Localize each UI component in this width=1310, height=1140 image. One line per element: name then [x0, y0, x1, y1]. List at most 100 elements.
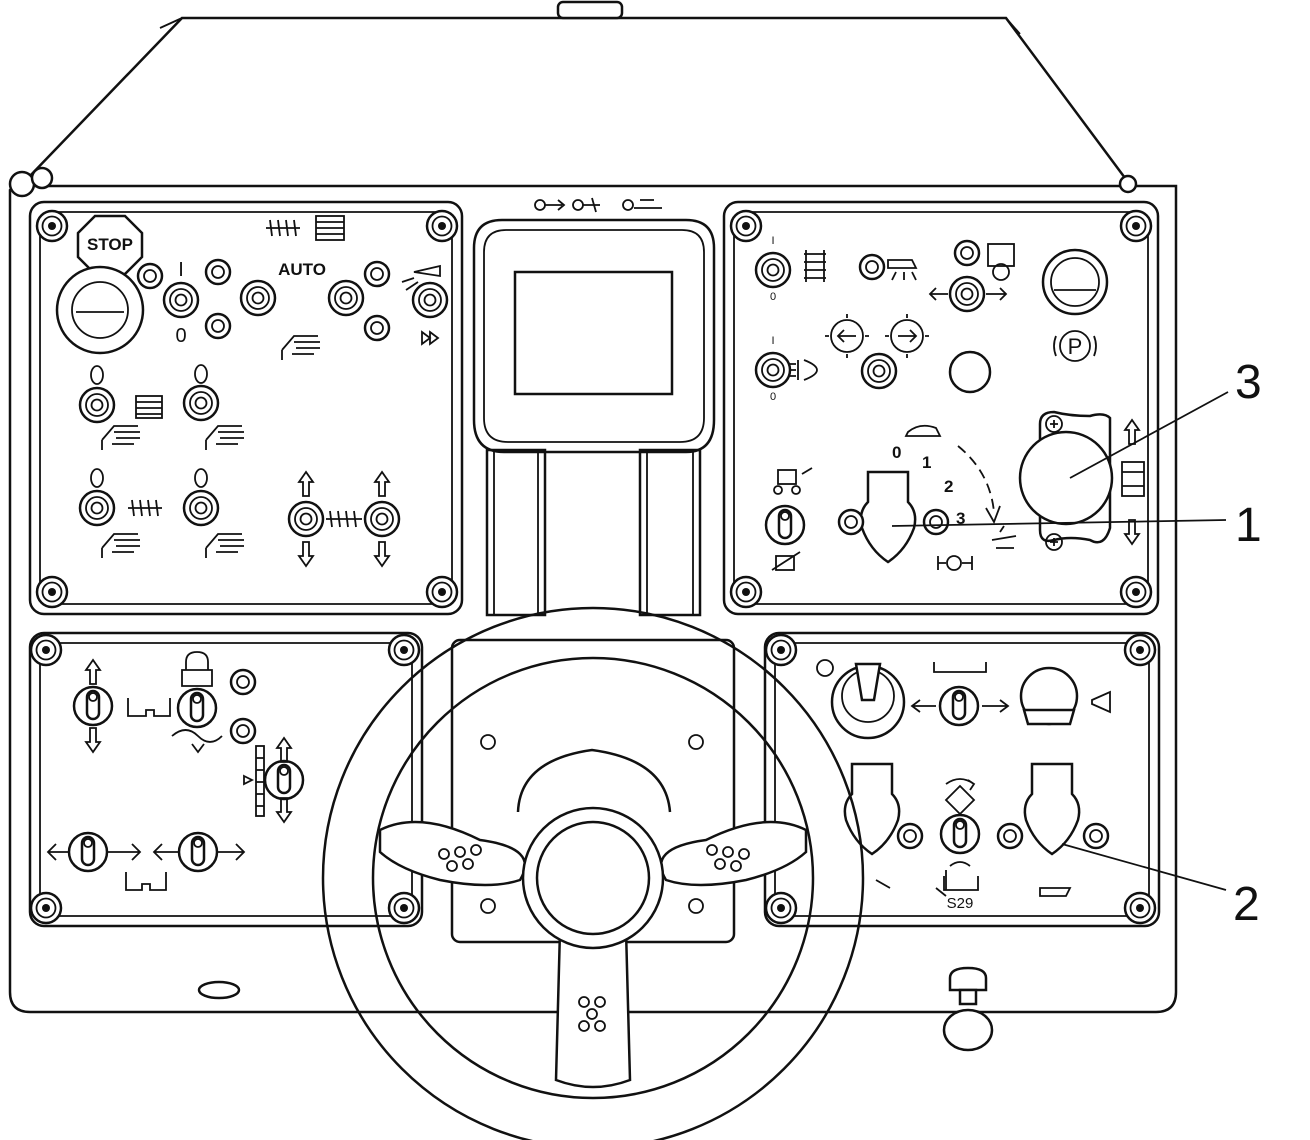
display-screen [513, 270, 674, 396]
panel-top-right: I 0 P I 0 [722, 200, 1160, 616]
steering-axle-icon [943, 861, 979, 891]
off-mark: 0 [770, 291, 776, 303]
panel-top-left: STOP I 0 AUTO [28, 200, 464, 616]
steering-display-icon [987, 243, 1015, 281]
speed-position-3: 3 [956, 509, 965, 528]
conveyor-icon [135, 395, 163, 419]
switch-knob[interactable] [162, 281, 200, 319]
steer-mode-switch-knob[interactable] [948, 275, 986, 313]
panel-bottom-right: S29 [763, 631, 1161, 928]
auger-icon [128, 499, 162, 517]
indicator-lamp [363, 314, 391, 342]
headlight-icon [790, 359, 818, 381]
console-adjust-knob[interactable] [942, 966, 994, 1052]
auger-height-right-knob[interactable] [363, 500, 401, 538]
conveyor-right-switch-knob[interactable] [182, 384, 220, 422]
center-display-unit [472, 197, 716, 617]
up-arrow-icon [374, 471, 390, 497]
callout-3: 3 [1235, 356, 1262, 409]
auger-height-left-knob[interactable] [287, 500, 325, 538]
auto-switch-knob[interactable] [239, 279, 277, 317]
speed-selector-knob[interactable] [859, 470, 917, 564]
off-mark: 0 [770, 391, 776, 403]
turtle-icon [904, 424, 942, 437]
conveyor-icon [315, 215, 345, 241]
screed-extend-left-toggle[interactable] [67, 831, 109, 873]
parking-label: P [1068, 334, 1083, 359]
heating-switch-knob[interactable] [754, 251, 792, 289]
callouts: 3 1 2 [891, 356, 1262, 931]
auger-right-switch-knob[interactable] [182, 489, 220, 527]
indicator-lamp [136, 262, 164, 290]
switch-knob[interactable] [327, 279, 365, 317]
on-mark: I [771, 335, 774, 347]
indicator-lamp [953, 239, 981, 267]
leader-line-2 [1061, 843, 1227, 891]
turn-signal-switch-knob[interactable] [860, 352, 898, 390]
travel-mode-toggle[interactable] [764, 504, 806, 546]
display-lamp-button[interactable] [1041, 248, 1109, 316]
down-arrow-icon [276, 797, 292, 823]
rotary-control[interactable] [1018, 410, 1114, 551]
down-arrow-icon [85, 727, 101, 753]
steering-wheel[interactable] [321, 606, 865, 1140]
warning-lamp [948, 350, 992, 394]
off-mark: 0 [175, 325, 186, 347]
sprayer-icon [887, 259, 918, 281]
indicator-lamp [204, 258, 232, 286]
panel-bottom-left [28, 631, 424, 928]
emergency-stop-button[interactable]: STOP [55, 214, 145, 355]
down-arrow-icon [374, 541, 390, 567]
travel-icon [773, 467, 813, 495]
screed-width-icon [933, 662, 987, 673]
speed-position-1: 1 [922, 453, 931, 472]
on-mark: I [178, 259, 184, 281]
speed-position-2: 2 [944, 477, 953, 496]
screed-lift-toggle[interactable] [72, 685, 114, 727]
indicator-lamp [204, 312, 232, 340]
parking-brake-indicator: P [1053, 330, 1097, 362]
on-mark: I [771, 235, 774, 247]
screed-width-toggle[interactable] [938, 685, 980, 727]
up-arrow-icon [298, 471, 314, 497]
ignition-switch[interactable] [830, 662, 906, 740]
screed-selector-knob[interactable] [1023, 762, 1081, 856]
up-arrow-icon [276, 737, 292, 763]
speed-dial-marks: 0 1 2 3 [892, 424, 1017, 549]
conveyor-left-switch-knob[interactable] [78, 386, 116, 424]
indicator-lamp [896, 822, 924, 850]
down-arrow-icon [1124, 519, 1140, 545]
steering-mode-toggle[interactable] [939, 813, 981, 855]
left-right-arrow-icon [910, 699, 1010, 713]
screed-level-toggle[interactable] [263, 759, 305, 801]
auger-left-switch-knob[interactable] [78, 489, 116, 527]
fast-forward-icon [421, 330, 440, 346]
manual-hand-icon [205, 425, 245, 451]
manual-hand-icon [205, 533, 245, 559]
screed-lock-toggle[interactable] [176, 687, 218, 729]
turn-left-indicator [825, 314, 869, 358]
screed-extend-right-toggle[interactable] [177, 831, 219, 873]
indicator-lamp [363, 260, 391, 288]
lock-icon [181, 651, 213, 687]
up-arrow-icon [1124, 419, 1140, 445]
switch-knob[interactable] [411, 281, 449, 319]
stop-label: STOP [87, 235, 133, 254]
indicator-lamp [1082, 822, 1110, 850]
manual-hand-icon [281, 335, 321, 361]
indicator-lamp [858, 253, 886, 281]
indicator-lamp [229, 668, 257, 696]
screed-plate-icon [1039, 887, 1072, 897]
crawler-icon [1121, 461, 1145, 497]
lights-switch-knob[interactable] [754, 351, 792, 389]
speed-position-0: 0 [892, 443, 901, 462]
indicator-lamp [996, 822, 1024, 850]
indicator-lamp [922, 508, 950, 536]
indicator-lamp [229, 717, 257, 745]
rabbit-icon [991, 525, 1017, 549]
down-arrow-icon [298, 541, 314, 567]
callout-1: 1 [1235, 499, 1262, 552]
turn-right-indicator [885, 314, 929, 358]
horn-button[interactable] [1019, 666, 1079, 726]
